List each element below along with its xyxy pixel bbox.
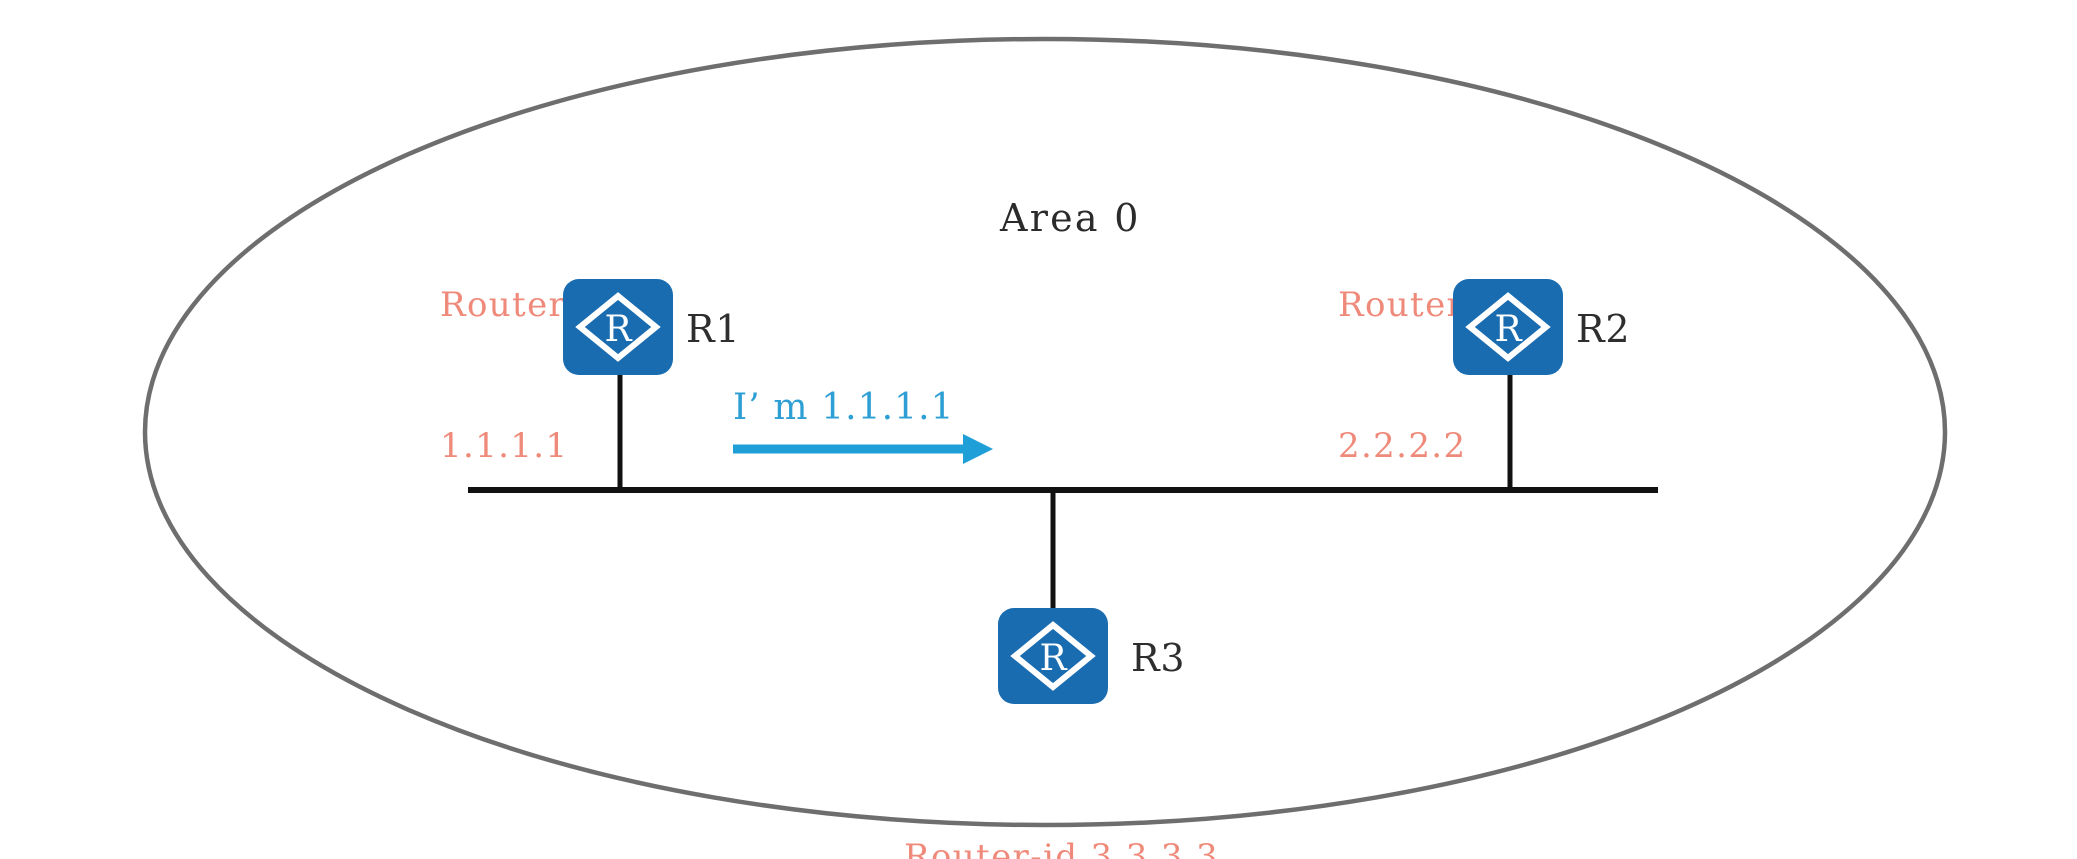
router-id-label-r1-line2: 1.1.1.1 bbox=[440, 425, 569, 466]
hello-packet-label: I’ m 1.1.1.1 bbox=[733, 387, 955, 428]
router-diamond-glyph-r3: R bbox=[1010, 621, 1096, 691]
router-name-label-r1: R1 bbox=[686, 307, 741, 351]
router-diamond-glyph-r1: R bbox=[575, 292, 661, 362]
area-label: Area 0 bbox=[1000, 196, 1141, 240]
router-id-label-r1: Router-id 1.1.1.1 bbox=[440, 188, 614, 563]
router-name-label-r2: R2 bbox=[1576, 307, 1631, 351]
router-id-label-r2: Router-id 2.2.2.2 bbox=[1338, 188, 1512, 563]
router-id-label-r3-line1: Router-id 3.3.3.3 bbox=[904, 836, 1220, 859]
router-glyph-letter-r1: R bbox=[604, 309, 632, 350]
router-icon-r1[interactable]: R bbox=[563, 279, 673, 375]
router-glyph-letter-r2: R bbox=[1494, 309, 1522, 350]
router-diamond-glyph-r2: R bbox=[1465, 292, 1551, 362]
ospf-area-boundary-ellipse bbox=[142, 36, 1948, 828]
router-icon-r2[interactable]: R bbox=[1453, 279, 1563, 375]
router-glyph-letter-r3: R bbox=[1039, 638, 1067, 679]
router-icon-r3[interactable]: R bbox=[998, 608, 1108, 704]
router-id-label-r3: Router-id 3.3.3.3 bbox=[904, 740, 1219, 859]
router-id-label-r2-line2: 2.2.2.2 bbox=[1338, 425, 1467, 466]
router-name-label-r3: R3 bbox=[1131, 636, 1186, 680]
hello-packet-arrow bbox=[733, 434, 993, 464]
